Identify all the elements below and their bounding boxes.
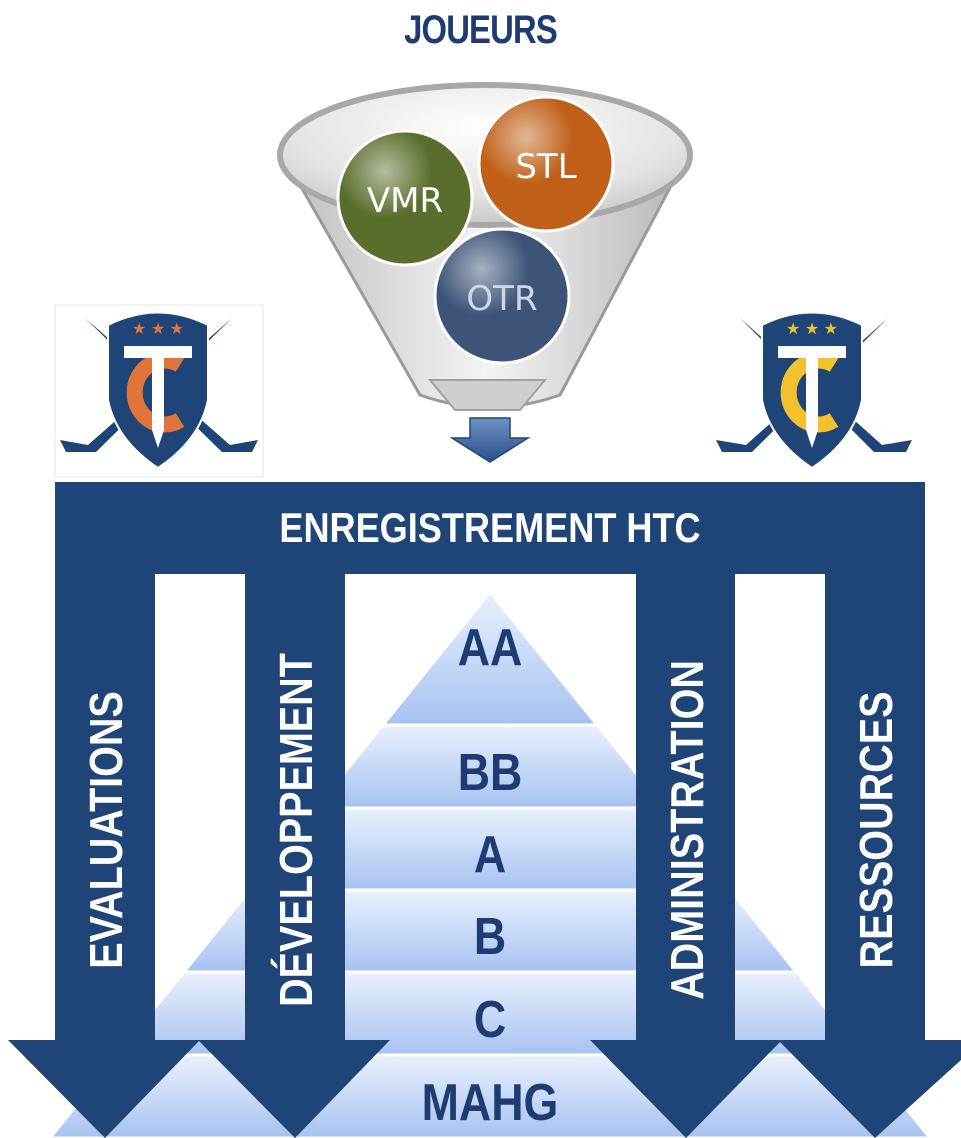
pyramid-label-c: C: [474, 991, 506, 1049]
down-arrow-icon: [449, 417, 531, 463]
page-title: JOUEURS: [404, 8, 558, 52]
star-icon: ★ ★ ★: [786, 321, 838, 338]
funnel-spout: [427, 379, 548, 411]
arrow-ressources: [778, 570, 961, 1138]
pyramid-labels: AA BB ABC MAHG: [422, 619, 559, 1132]
ball-label-stl: STL: [515, 147, 576, 187]
ball-label-otr: OTR: [466, 279, 537, 319]
pyramid-label-a: A: [474, 826, 506, 884]
pyramid-label-aa: AA: [458, 619, 523, 677]
pyramid-label-mahg: MAHG: [422, 1074, 559, 1132]
registration-label: ENREGISTREMENT HTC: [279, 506, 700, 552]
ball-label-vmr: VMR: [367, 181, 443, 221]
tc-logo-gold: ★ ★ ★: [716, 311, 912, 470]
arrow-evaluations: [8, 570, 200, 1138]
tc-logo-orange: ★ ★ ★: [54, 304, 264, 478]
registration-bar: [55, 482, 925, 574]
arrow-administration: [590, 570, 782, 1138]
column-label-developpement: DÉVELOPPEMENT: [271, 653, 322, 1007]
column-label-administration: ADMINISTRATION: [662, 660, 713, 1000]
star-icon: ★ ★ ★: [132, 321, 184, 338]
column-label-evaluations: EVALUATIONS: [81, 691, 132, 969]
ball-stl: STL: [477, 95, 615, 233]
arrow-developpement: [198, 570, 390, 1138]
ball-otr: OTR: [433, 227, 571, 365]
pyramid-label-b: B: [474, 908, 506, 966]
pyramid-label-bb: BB: [458, 744, 523, 802]
ball-vmr: VMR: [336, 129, 474, 267]
column-label-ressources: RESSOURCES: [851, 692, 902, 969]
registration-structure: [8, 482, 961, 1138]
